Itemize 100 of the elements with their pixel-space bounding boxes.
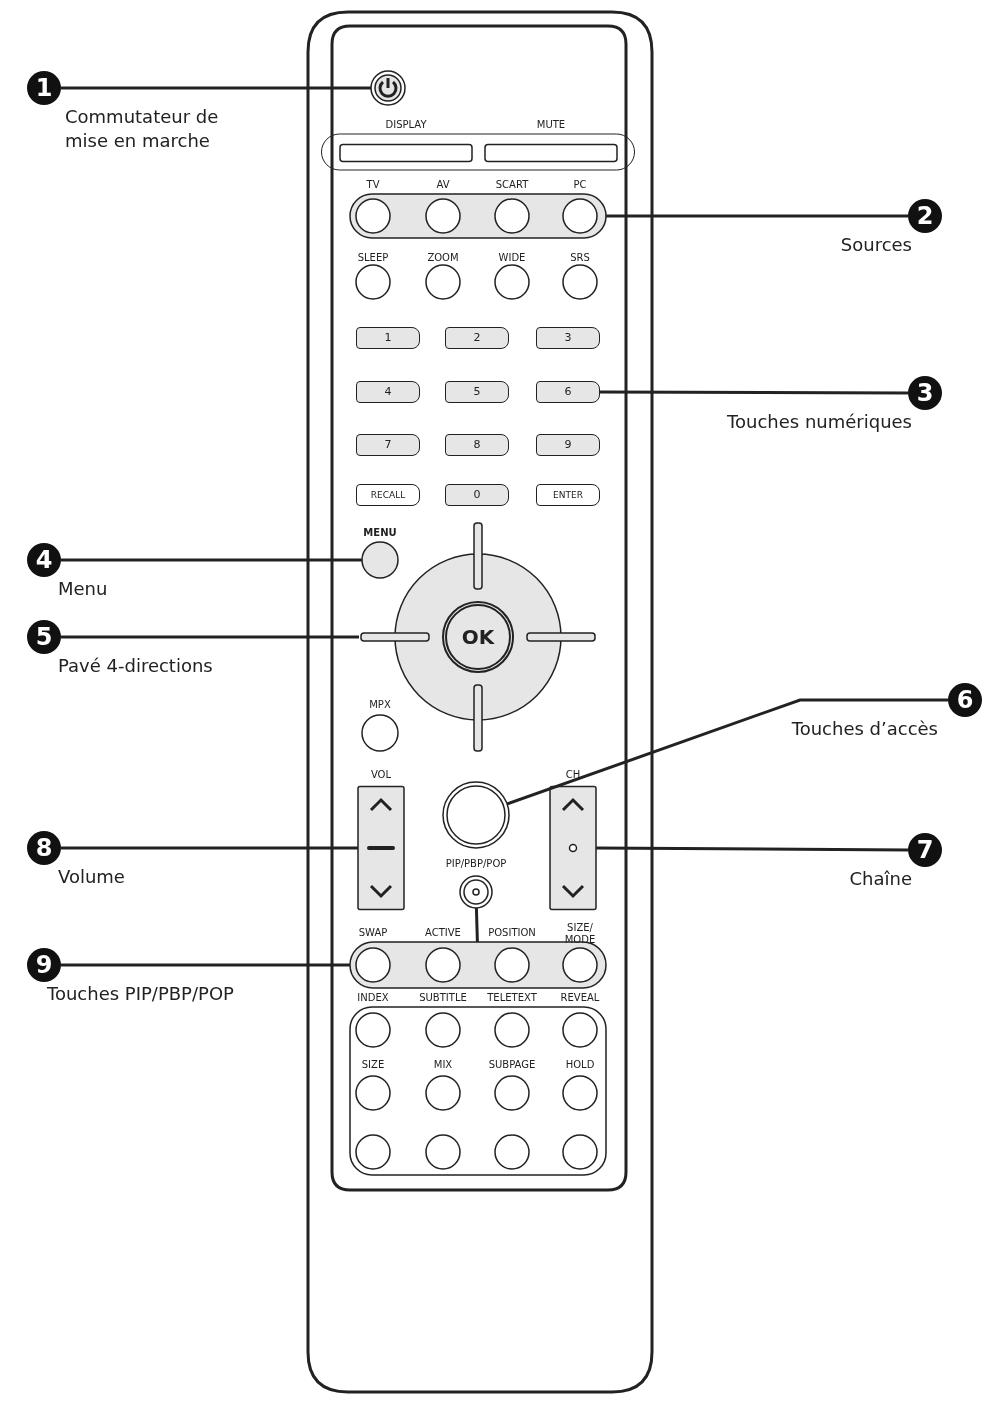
button-label: MENU xyxy=(363,527,397,539)
leader-line xyxy=(61,846,358,850)
button-label: PIP/PBP/POP xyxy=(445,858,507,870)
callout-number: 2 xyxy=(908,199,942,233)
callout-text: Sources xyxy=(840,233,912,257)
button-label: SRS xyxy=(570,252,590,264)
round-button xyxy=(562,198,598,234)
round-button xyxy=(562,1134,598,1170)
button-label: SCART xyxy=(495,179,529,191)
key-button: 9 xyxy=(536,434,600,456)
round-button xyxy=(494,264,530,300)
callout-text: Commutateur de mise en marche xyxy=(65,105,220,153)
callout-text: Volume xyxy=(58,865,125,889)
key-button: ENTER xyxy=(536,484,600,506)
key-button: 7 xyxy=(356,434,420,456)
round-button xyxy=(442,781,510,849)
button-label: SWAP xyxy=(358,927,388,939)
key-button: 8 xyxy=(445,434,509,456)
round-button xyxy=(425,264,461,300)
callout-number: 3 xyxy=(908,376,942,410)
button-label: ACTIVE xyxy=(425,927,461,939)
key-button: 4 xyxy=(356,381,420,403)
leader-line xyxy=(61,86,371,90)
button-band xyxy=(349,193,607,239)
round-button xyxy=(494,1075,530,1111)
key-button: 0 xyxy=(445,484,509,506)
callout-number: 6 xyxy=(948,683,982,717)
button-label: TV xyxy=(366,179,380,191)
round-button xyxy=(562,1012,598,1048)
button-label: REVEAL xyxy=(560,992,600,1004)
round-button xyxy=(562,947,598,983)
button-label: AV xyxy=(436,179,450,191)
round-button xyxy=(425,198,461,234)
button-label: SUBTITLE xyxy=(419,992,467,1004)
round-button xyxy=(494,198,530,234)
button-label: CH xyxy=(565,769,581,781)
leader-line xyxy=(506,698,948,806)
button-label: MIX xyxy=(433,1059,453,1071)
round-button xyxy=(355,947,391,983)
button-label: SLEEP xyxy=(357,252,389,264)
button-band xyxy=(349,941,607,989)
leader-line xyxy=(61,963,350,967)
leader-line xyxy=(596,846,908,852)
round-button xyxy=(494,1012,530,1048)
button-label: MPX xyxy=(369,699,391,711)
leader-line xyxy=(600,390,908,395)
display-button xyxy=(339,143,473,163)
round-button xyxy=(425,1012,461,1048)
button-label: ZOOM xyxy=(427,252,459,264)
round-button xyxy=(361,714,399,752)
channel-rocker xyxy=(549,785,597,911)
key-button: 3 xyxy=(536,327,600,349)
round-button xyxy=(562,264,598,300)
button-panel xyxy=(349,1006,607,1176)
callout-number: 8 xyxy=(27,831,61,865)
button-label: MUTE xyxy=(536,119,566,131)
button-label: SUBPAGE xyxy=(488,1059,536,1071)
key-button: RECALL xyxy=(356,484,420,506)
callout-number: 1 xyxy=(27,71,61,105)
round-button xyxy=(355,198,391,234)
round-button xyxy=(562,1075,598,1111)
round-button xyxy=(459,875,493,909)
round-button xyxy=(425,1075,461,1111)
leader-line xyxy=(606,214,908,218)
button-label: WIDE xyxy=(498,252,526,264)
round-button xyxy=(425,1134,461,1170)
callout-number: 4 xyxy=(27,543,61,577)
round-button xyxy=(425,947,461,983)
key-button: 6 xyxy=(536,381,600,403)
button-label: DISPLAY xyxy=(385,119,427,131)
button-label: POSITION xyxy=(488,927,536,939)
menu-button xyxy=(361,541,399,579)
callout-number: 5 xyxy=(27,620,61,654)
volume-rocker xyxy=(357,785,405,911)
round-button xyxy=(355,1012,391,1048)
round-button xyxy=(494,1134,530,1170)
button-label: INDEX xyxy=(357,992,389,1004)
button-label: PC xyxy=(573,179,587,191)
power-button xyxy=(370,70,406,106)
leader-line xyxy=(61,635,359,639)
button-panel xyxy=(321,133,635,171)
callout-number: 9 xyxy=(27,948,61,982)
round-button xyxy=(355,1075,391,1111)
round-button xyxy=(494,947,530,983)
round-button xyxy=(355,1134,391,1170)
round-button xyxy=(355,264,391,300)
callout-text: Pavé 4-directions xyxy=(58,654,213,678)
key-button: 2 xyxy=(445,327,509,349)
callout-text: Touches numériques xyxy=(727,410,912,434)
button-label: TELETEXT xyxy=(487,992,537,1004)
mute-button xyxy=(484,143,618,163)
button-label: HOLD xyxy=(565,1059,595,1071)
button-label: VOL xyxy=(370,769,392,781)
callout-text: Menu xyxy=(58,577,108,601)
leader-line xyxy=(61,558,362,562)
key-button: 1 xyxy=(356,327,420,349)
key-button: 5 xyxy=(445,381,509,403)
button-label: SIZE xyxy=(361,1059,385,1071)
callout-text: Touches PIP/PBP/POP xyxy=(47,982,234,1006)
callout-number: 7 xyxy=(908,833,942,867)
